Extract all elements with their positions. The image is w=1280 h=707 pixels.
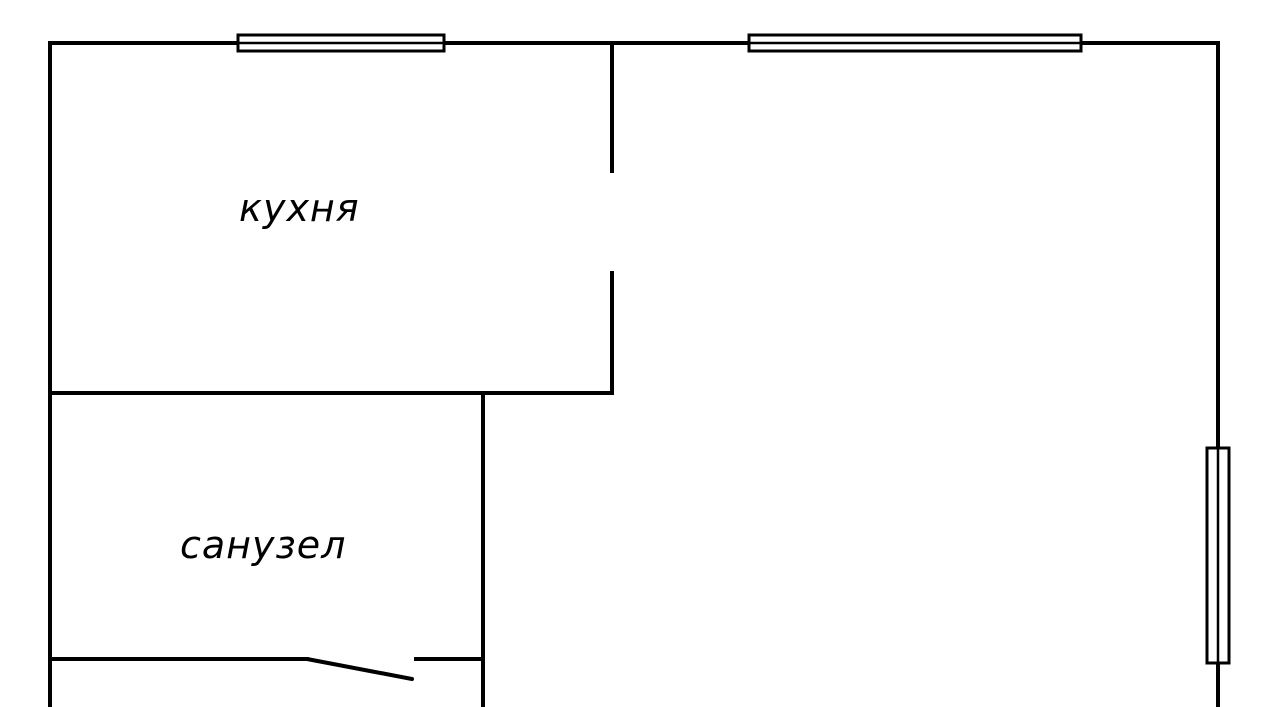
bathroom-door [305,657,414,681]
bathroom-label: санузел [180,523,346,567]
kitchen-label: кухня [239,186,360,230]
exterior-walls [48,41,1220,707]
interior-walls [48,41,614,707]
window-room-right [1205,446,1231,665]
window-room-top [747,33,1083,53]
window-kitchen [236,33,446,53]
